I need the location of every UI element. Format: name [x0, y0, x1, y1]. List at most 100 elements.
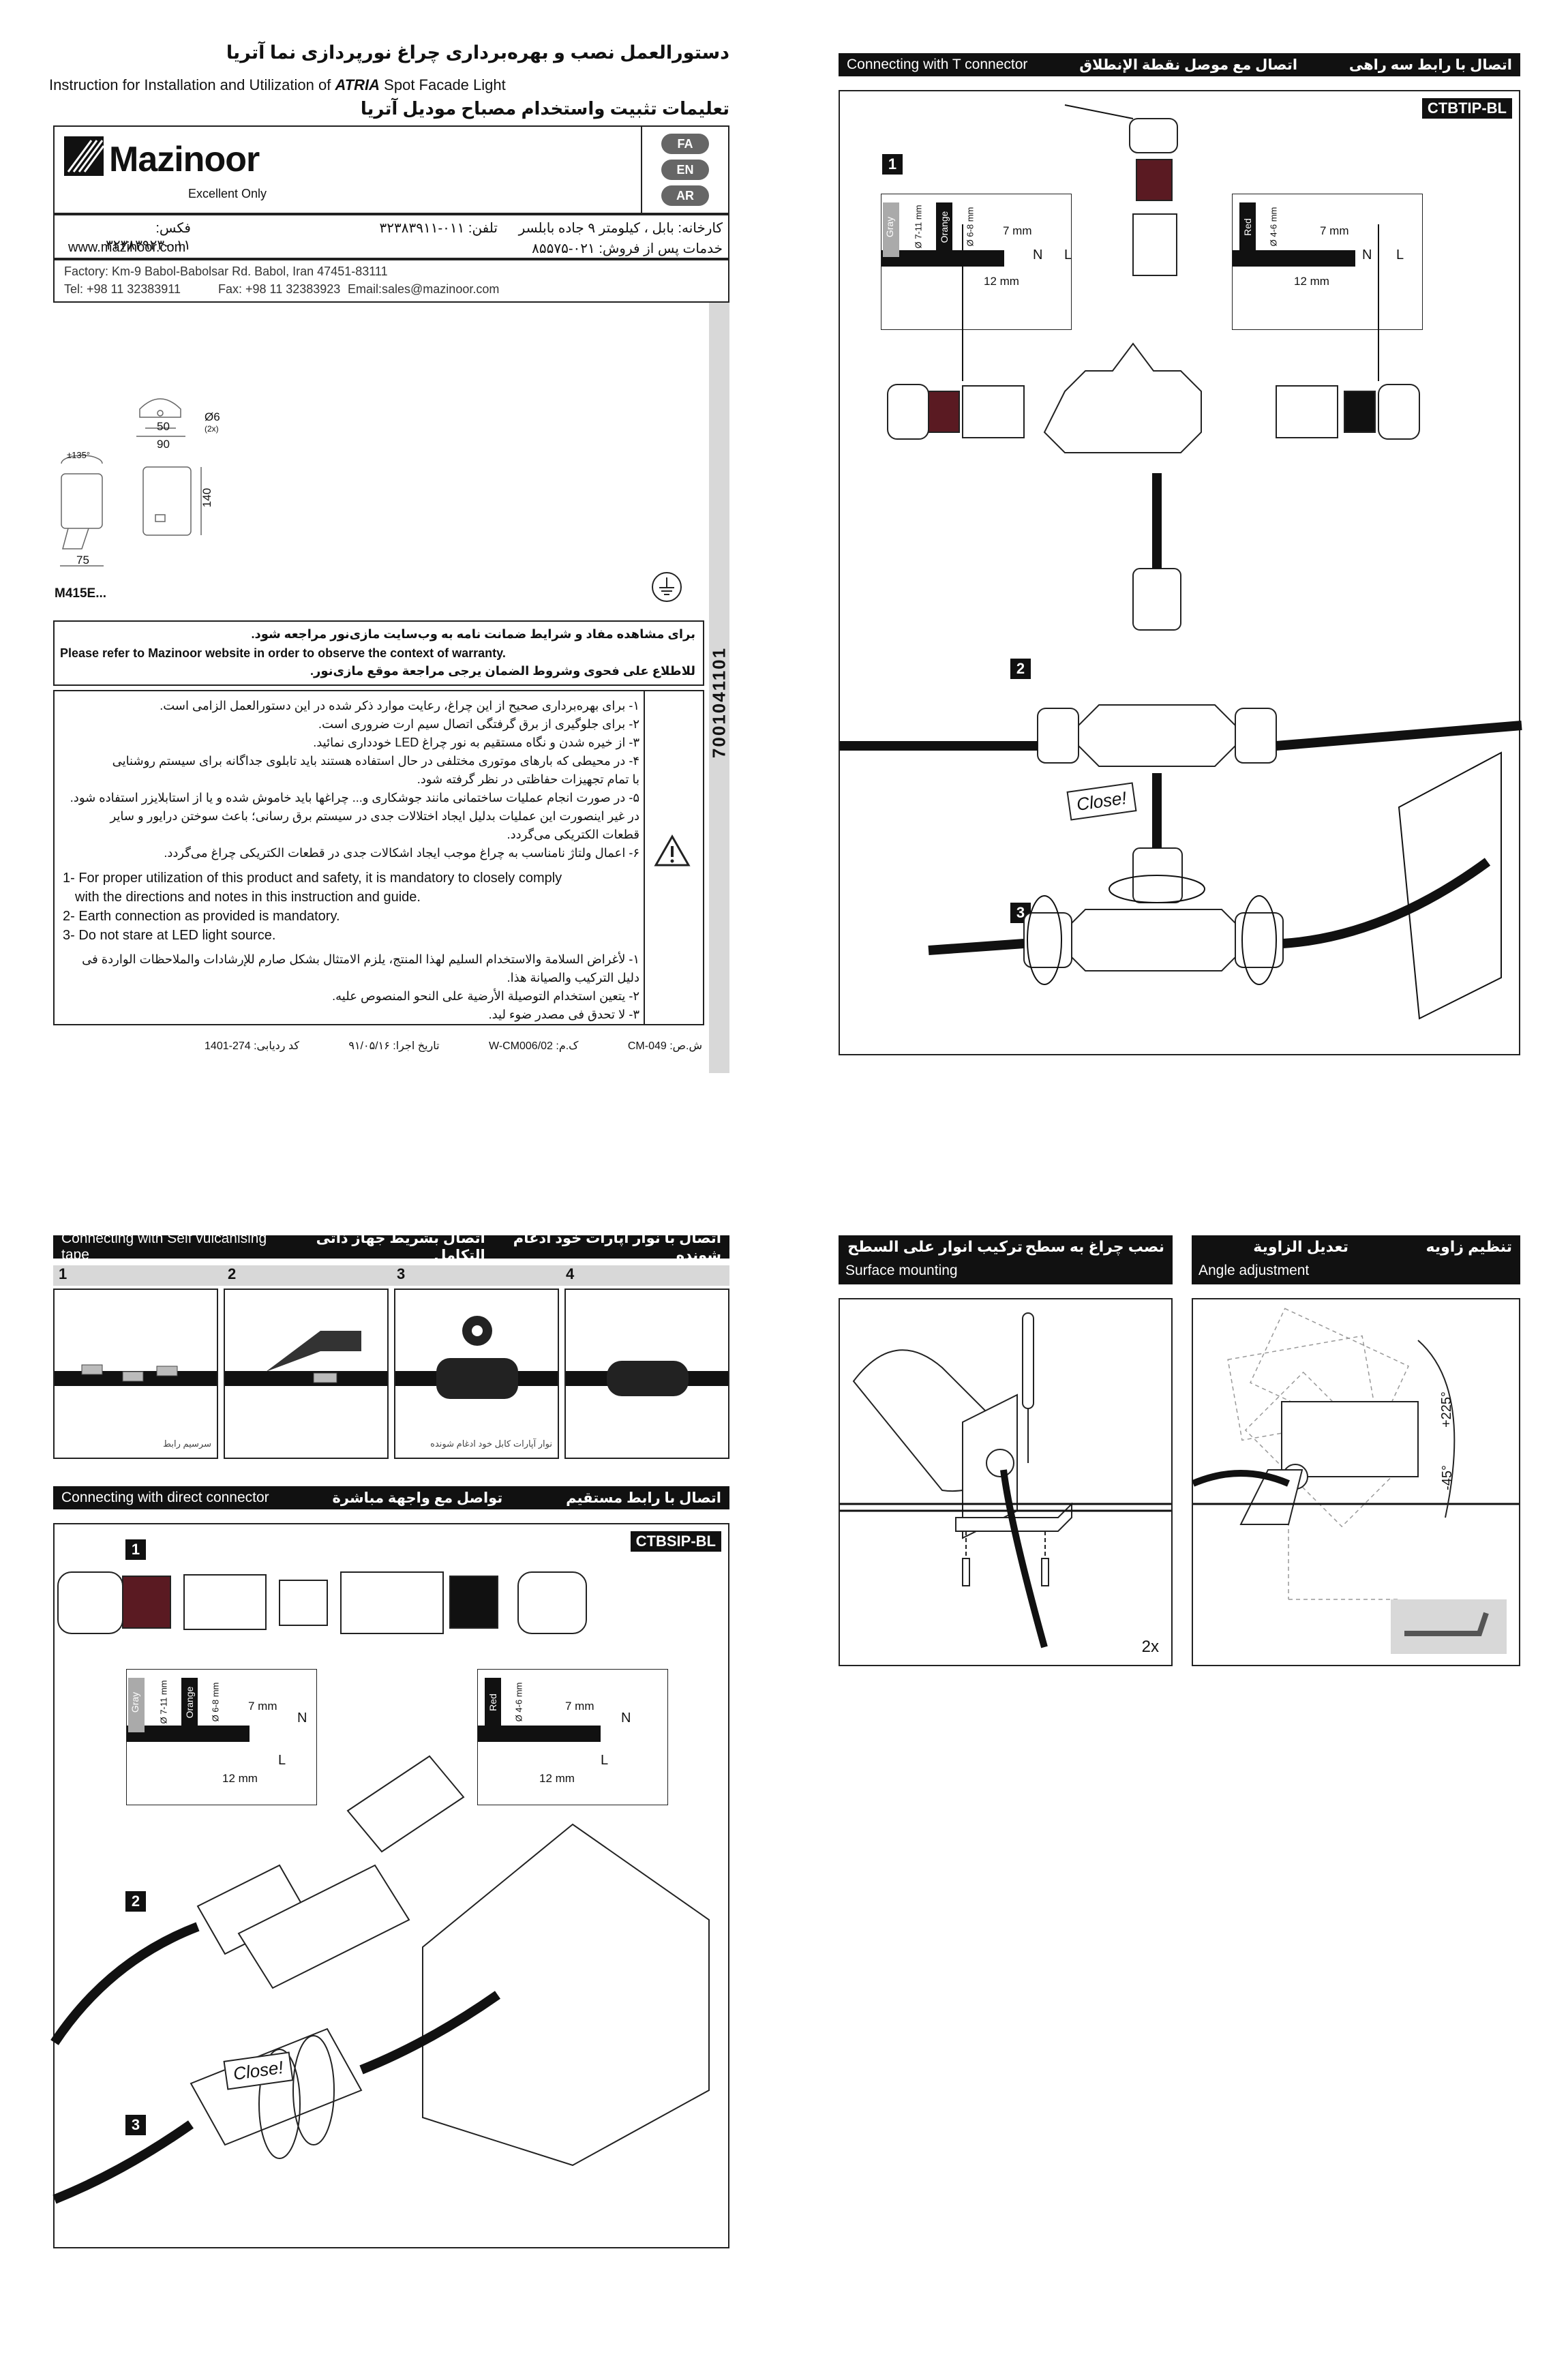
angle-header: تنظیم زاویه تعديل الزاوية Angle adjustme… — [1192, 1235, 1520, 1284]
neutral-label: N — [1033, 247, 1043, 262]
surface-panel: 2x — [839, 1298, 1173, 1666]
tape-step-4: 4 — [566, 1265, 575, 1282]
angle-plus: +225° — [1439, 1391, 1455, 1428]
title-en-brand: ATRIA — [335, 76, 380, 93]
lang-tab-en[interactable]: EN — [661, 160, 709, 180]
strip-length: 7 mm — [565, 1700, 594, 1713]
serial-number: 7001041101 — [708, 646, 729, 759]
step-1: 1 — [125, 1539, 146, 1560]
warranty-en[interactable]: Please refer to Mazinoor website in orde… — [60, 646, 506, 660]
direct-code: CTBSIP-BL — [630, 1531, 721, 1552]
note-en-line: 1- For proper utilization of this produc… — [63, 871, 562, 886]
footer-track: کد ردیابی: 274-1401 — [205, 1040, 299, 1052]
footer-codes: ش.ص: CM-049 ک.م: W-CM006/02 تاریخ اجرا: … — [205, 1039, 702, 1053]
tape-title-ar: اتصال بشريط جهاز ذاتی التكامل — [316, 1231, 485, 1263]
note-en-line: 3- Do not stare at LED light source. — [63, 928, 276, 943]
strip-length: 7 mm — [248, 1700, 277, 1713]
step-2: 2 — [1010, 659, 1031, 679]
lang-tab-ar[interactable]: AR — [661, 185, 709, 206]
dim-h140: 140 — [200, 487, 214, 508]
contact-box: فکس: ۰۱۱-۳۲۳۸۳۹۲۳ تلفن: ۰۱۱-۳۲۳۸۳۹۱۱ کار… — [53, 214, 729, 259]
t-connector-title-fa: اتصال با رابط سه راهی — [1348, 57, 1512, 73]
angle-minus: -45° — [1439, 1465, 1455, 1490]
live-label: L — [1064, 247, 1072, 262]
safety-notes-box: ۱- برای بهره‌برداری صحیح از این چراغ، رع… — [53, 690, 704, 1025]
note-en-line: 2- Earth connection as provided is manda… — [63, 909, 340, 924]
direct-panel: CTBSIP-BL 1 2 3 Gray Ø 7-11 mm Orange Ø … — [50, 1523, 729, 2248]
address-fa: کارخانه: بابل ، کیلومتر ۹ جاده بابلسر — [518, 221, 723, 236]
t-connector-title-ar: اتصال مع موصل نقطة الإنطلاق — [1079, 57, 1298, 73]
tape-step-1: 1 — [59, 1265, 67, 1282]
note-ar-line: ۱- لأغراض السلامة والاستخدام السلیم لهذا… — [82, 952, 639, 966]
angle-adjust-illustration — [1192, 1308, 1519, 1654]
strip-length: 7 mm — [1003, 224, 1032, 237]
tape-panel-2 — [224, 1289, 389, 1459]
title-fa: دستورالعمل نصب و بهره‌برداری چراغ نورپرد… — [226, 42, 729, 63]
note-ar-line: ۳- لا تحدق فی مصدر ضوء لید. — [488, 1008, 639, 1021]
wire-detail-left: Gray Ø 7-11 mm Orange Ø 6-8 mm 7 mm 12 m… — [126, 1669, 317, 1805]
t-connector-code: CTBTIP-BL — [1421, 98, 1512, 119]
neutral-label: N — [621, 1711, 631, 1726]
serial-number-container: 7001041101 — [709, 627, 729, 777]
model-number: M415E... — [55, 586, 107, 601]
product-dimension-drawing: Ø6 (2x) 50 90 ±135° 140 75 — [55, 382, 232, 573]
tape-header: Connecting with Self vulcanising tape ات… — [53, 1231, 729, 1263]
step-1: 1 — [882, 154, 903, 175]
surface-title-en: Surface mounting — [845, 1263, 958, 1278]
notes-ar: ۱- لأغراض السلامة والاستخدام السلیم لهذا… — [60, 950, 639, 1024]
warranty-fa: برای مشاهده مفاد و شرایط ضمانت نامه به و… — [251, 627, 695, 641]
notes-en: 1- For proper utilization of this produc… — [63, 869, 642, 945]
note-fa-line: با تمام تجهیزات حفاظتی در نظر گرفته شود. — [417, 772, 639, 786]
note-fa-line: ۱- برای بهره‌برداری صحیح از این چراغ، رع… — [160, 699, 639, 712]
logo-tagline: Excellent Only — [188, 187, 267, 200]
t-connector-title-en: Connecting with T connector — [847, 57, 1028, 72]
dim-d6: Ø6 — [205, 410, 220, 423]
surface-mount-illustration — [840, 1312, 1171, 1648]
surface-qty: 2x — [1141, 1638, 1159, 1656]
dim-w50: 50 — [157, 420, 170, 433]
lang-tab-fa[interactable]: FA — [661, 134, 709, 154]
tape-title-fa: اتصال با نوار آپارات خود ادغام شونده — [513, 1231, 721, 1263]
email-en[interactable]: Email:sales@mazinoor.com — [348, 282, 500, 296]
service-fa: خدمات پس از فروش: ۰۲۱-۸۵۵۷۵ — [532, 241, 723, 256]
tape-caption-3: نوار آپارات کابل خود ادغام شونده — [430, 1438, 552, 1449]
note-fa-line: قطعات الکتریکی می‌گردد. — [507, 828, 639, 841]
direct-header: Connecting with direct connector تواصل م… — [53, 1486, 729, 1509]
live-label: L — [1396, 247, 1404, 262]
title-en: Instruction for Installation and Utiliza… — [49, 76, 731, 94]
note-ar-line: دلیل الترکیب والصیانة هذا. — [507, 971, 639, 984]
note-fa-line: ۲- برای جلوگیری از برق گرفتگی اتصال سیم … — [318, 717, 639, 731]
note-fa-line: ۶- اعمال ولتاژ نامناسب به چراغ موجب ایجا… — [164, 846, 639, 860]
surface-title-fa: نصب چراغ به سطح — [1025, 1238, 1164, 1255]
note-fa-line: ۴- در محیطی که بارهای موتوری مختلفی در ح… — [112, 754, 639, 768]
wire-detail-right: Red Ø 4-6 mm 7 mm 12 mm N L — [477, 1669, 668, 1805]
note-ar-line: ۲- یتعین استخدام التوصیلة الأرضیة علی ال… — [332, 989, 639, 1003]
website[interactable]: www.mazinoor.com — [68, 240, 186, 255]
strip-length: 7 mm — [1320, 224, 1349, 237]
tel-en: Tel: +98 11 32383911 — [64, 282, 181, 296]
step-3: 3 — [125, 2115, 146, 2135]
note-fa-line: ۵- در صورت انجام عملیات ساختمانی مانند ج… — [70, 791, 639, 804]
direct-title-ar: تواصل مع واجهة مباشرة — [332, 1490, 503, 1506]
t-connector-panel: CTBTIP-BL 1 2 3 Gray Ø 7-11 mm Orange Ø … — [839, 90, 1522, 1055]
tape-title-en: Connecting with Self vulcanising tape — [61, 1231, 267, 1263]
angle-title-fa: تنظیم زاویه — [1426, 1238, 1513, 1255]
surface-title-ar: تركيب انوار على السطح — [847, 1238, 1023, 1255]
phone-fa: تلفن: ۰۱۱-۳۲۳۸۳۹۱۱ — [379, 221, 498, 236]
warranty-box: برای مشاهده مفاد و شرایط ضمانت نامه به و… — [53, 620, 704, 686]
t-connector-header: Connecting with T connector اتصال مع موص… — [839, 53, 1520, 76]
notes-fa: ۱- برای بهره‌برداری صحیح از این چراغ، رع… — [60, 697, 639, 862]
dim-w75: 75 — [76, 554, 89, 567]
direct-title-fa: اتصال با رابط مستقیم — [566, 1490, 721, 1506]
tape-panel-1: سرسیم رابط — [53, 1289, 218, 1459]
dim-d6-sub: (2x) — [205, 424, 219, 434]
title-ar: تعلیمات تثبیت واستخدام مصباح موديل آتريا — [360, 98, 729, 119]
t-connector-illustration — [840, 104, 1522, 1020]
neutral-label: N — [1362, 247, 1372, 262]
serial-strip — [709, 303, 729, 1073]
fax-en: Fax: +98 11 32383923 — [218, 282, 341, 296]
ground-symbol-icon — [651, 571, 682, 603]
live-label: L — [601, 1753, 609, 1768]
factory-box: Factory: Km-9 Babol-Babolsar Rd. Babol, … — [53, 259, 729, 303]
fax-fa: فکس: ۰۱۱-۳۲۳۸۳۹۲۳ — [106, 221, 191, 253]
